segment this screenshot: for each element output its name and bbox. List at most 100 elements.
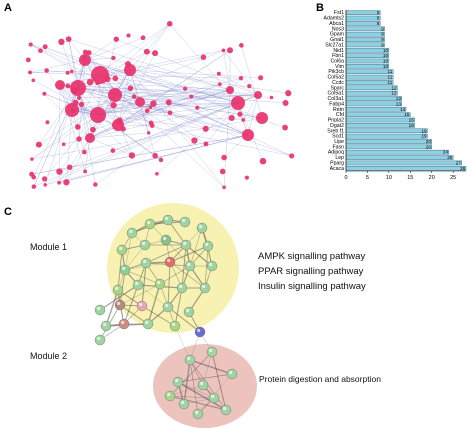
network-a-node bbox=[189, 94, 194, 99]
network-c-node bbox=[206, 260, 218, 272]
network-a-edge bbox=[59, 84, 263, 119]
bar bbox=[345, 15, 381, 21]
network-c-node-highlight bbox=[175, 378, 179, 383]
network-c-node bbox=[100, 320, 112, 332]
network-c-edge bbox=[181, 244, 187, 289]
network-a-node bbox=[56, 168, 63, 175]
value-label: 24 bbox=[443, 150, 449, 155]
network-a-edge bbox=[116, 39, 259, 96]
network-a-node bbox=[76, 136, 82, 142]
network-c-node bbox=[119, 264, 131, 276]
network-a-node bbox=[144, 108, 150, 114]
network-c-node bbox=[126, 227, 138, 239]
network-c-edge bbox=[169, 351, 213, 397]
network-c-edge bbox=[99, 284, 139, 311]
network-a-edge bbox=[97, 102, 169, 116]
network-a-node bbox=[38, 48, 43, 54]
network-a-node bbox=[166, 20, 173, 27]
network-a-edge bbox=[89, 132, 149, 139]
category-label: Gnai1 bbox=[330, 37, 344, 43]
network-c-node-highlight bbox=[202, 284, 206, 289]
network-a-node bbox=[86, 50, 92, 56]
x-tick-label: 10 bbox=[386, 175, 392, 181]
category-label: Fbn1 bbox=[332, 53, 344, 59]
bar bbox=[345, 166, 467, 171]
network-a-node bbox=[140, 35, 146, 41]
network-a-node bbox=[30, 157, 34, 161]
network-c-node-highlight bbox=[163, 236, 167, 241]
network-c-node bbox=[180, 239, 192, 251]
bar bbox=[345, 37, 385, 42]
network-c-node bbox=[114, 299, 126, 311]
network-c-node-highlight bbox=[187, 262, 191, 267]
network-c-edge bbox=[167, 261, 171, 308]
value-label: 14 bbox=[400, 107, 406, 112]
network-c-node bbox=[162, 214, 174, 226]
bar bbox=[345, 112, 411, 117]
bar bbox=[345, 80, 394, 85]
network-a-node bbox=[108, 88, 122, 102]
network-c-edge bbox=[137, 284, 169, 308]
network-a-edge bbox=[243, 94, 259, 121]
category-label: Abca1 bbox=[329, 21, 344, 27]
category-label: Dgat2 bbox=[330, 123, 344, 129]
network-a-edge bbox=[89, 84, 220, 139]
network-c-node-highlight bbox=[209, 348, 213, 353]
network-a-edge bbox=[89, 137, 132, 156]
value-label: 10 bbox=[383, 48, 389, 53]
network-c-node bbox=[94, 304, 106, 316]
network-a-edge bbox=[89, 69, 131, 139]
value-label: 16 bbox=[409, 123, 415, 128]
module-2-label: Module 2 bbox=[30, 351, 67, 361]
network-a-edge bbox=[31, 134, 249, 175]
network-c-node bbox=[197, 379, 209, 391]
network-a-edge bbox=[75, 94, 259, 104]
network-a-node bbox=[65, 36, 72, 42]
network-a-nodes bbox=[25, 20, 295, 190]
network-c-node-highlight bbox=[197, 328, 201, 333]
network-a-node bbox=[86, 78, 94, 86]
network-a-edge bbox=[31, 94, 116, 160]
network-a-node bbox=[289, 153, 295, 159]
network-a-edge bbox=[71, 109, 85, 153]
panel-c-modules: C Module 1 Module 2 AMPK signalling path… bbox=[4, 203, 381, 428]
network-c-node-highlight bbox=[181, 400, 185, 405]
network-c-node-highlight bbox=[139, 302, 143, 307]
network-a-edge bbox=[58, 84, 61, 183]
network-a-node bbox=[57, 180, 61, 185]
network-c-node bbox=[192, 408, 204, 420]
network-c-edge bbox=[169, 395, 215, 399]
network-a-edge bbox=[84, 37, 144, 61]
network-c-nodes bbox=[94, 214, 238, 420]
network-a-node bbox=[55, 80, 65, 90]
network-a-edge bbox=[218, 73, 259, 96]
category-label: Gpam bbox=[330, 32, 344, 38]
network-c-node bbox=[206, 346, 218, 358]
category-label: Fst1 bbox=[334, 10, 344, 16]
network-c-node-highlight bbox=[135, 281, 139, 286]
category-label: Acaca bbox=[330, 166, 345, 172]
network-c-node-highlight bbox=[182, 218, 186, 223]
network-a-node bbox=[158, 157, 164, 163]
network-c-node bbox=[172, 376, 184, 388]
network-a-edge bbox=[99, 74, 153, 126]
network-a-node bbox=[128, 152, 136, 159]
network-a-edge bbox=[59, 84, 86, 172]
value-label: 27 bbox=[456, 160, 462, 165]
network-c-node-highlight bbox=[145, 320, 149, 325]
network-c-edge bbox=[177, 381, 215, 399]
network-c-node-highlight bbox=[119, 246, 123, 251]
network-a-node bbox=[182, 86, 188, 91]
bar bbox=[345, 31, 385, 37]
network-c-node bbox=[162, 301, 174, 313]
category-label: Ccdc bbox=[332, 80, 344, 86]
category-label: Nid1 bbox=[333, 48, 344, 54]
network-c-edge bbox=[204, 245, 209, 289]
network-c-edge bbox=[211, 351, 227, 411]
network-a-node bbox=[217, 82, 222, 87]
network-a-node bbox=[28, 70, 33, 75]
x-tick-label: 20 bbox=[429, 175, 435, 181]
value-label: 9 bbox=[381, 26, 384, 31]
bar bbox=[345, 149, 450, 155]
